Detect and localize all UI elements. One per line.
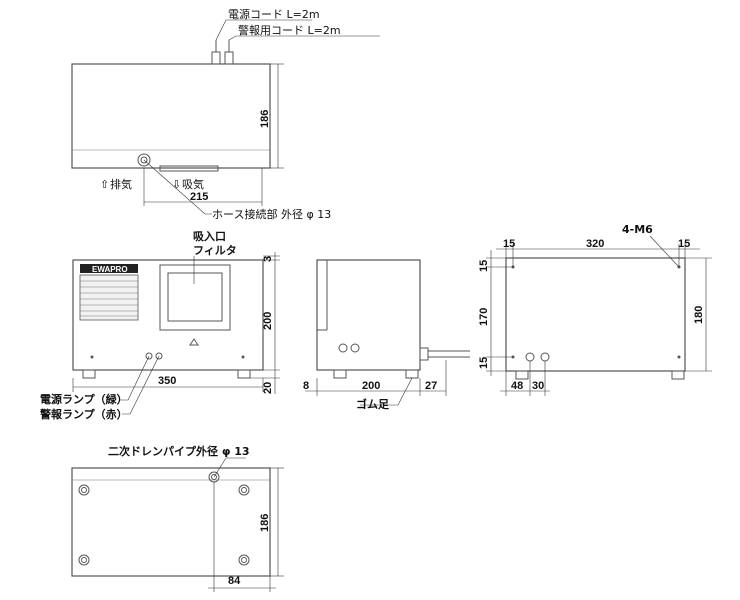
power-cord-label: 電源コード L=2m bbox=[228, 7, 320, 21]
front-foot-right bbox=[237, 369, 251, 379]
drain-pipe-leader bbox=[213, 457, 246, 478]
brand-logo: EWAPRO bbox=[92, 265, 128, 274]
base-port2-value: 30 bbox=[532, 380, 544, 392]
top-depth-value: 186 bbox=[259, 110, 271, 128]
power-cord-leader bbox=[215, 19, 312, 41]
louver-slats bbox=[80, 280, 138, 317]
base-margin-right-value: 15 bbox=[678, 238, 690, 250]
top-width-value: 215 bbox=[190, 191, 208, 203]
drain-pipe-label: 二次ドレンパイプ外径 φ 13 bbox=[108, 444, 250, 458]
front-height-top-value: 3 bbox=[262, 256, 274, 262]
intake-label: 吸気 bbox=[182, 177, 204, 191]
front-width-value: 350 bbox=[158, 375, 176, 387]
rubber-feet-label: ゴム足 bbox=[356, 397, 390, 411]
top-view: 電源コード L=2m 警報用コード L=2m 186 215 ⇧ 排気 ⇩ 吸気… bbox=[71, 7, 380, 221]
hose-connection-leader bbox=[143, 159, 212, 215]
warning-triangle-icon bbox=[189, 338, 199, 346]
power-lamp-label: 電源ランプ（緑） bbox=[40, 392, 128, 406]
mount-hole-icon bbox=[677, 355, 681, 359]
alarm-cord-label: 警報用コード L=2m bbox=[238, 23, 341, 37]
front-foot-value: 20 bbox=[262, 382, 274, 394]
base-hole-span-value: 320 bbox=[586, 238, 604, 250]
intake-grille bbox=[159, 165, 219, 172]
power-lamp-leader bbox=[120, 355, 150, 401]
front-foot-left bbox=[82, 369, 96, 379]
side-foot-value: 8 bbox=[303, 380, 309, 392]
side-offset-value: 27 bbox=[425, 380, 437, 392]
exhaust-arrow-icon: ⇧ bbox=[100, 178, 109, 191]
base-port1-value: 48 bbox=[511, 380, 523, 392]
screw-icon bbox=[241, 355, 245, 359]
hose-connection-fitting bbox=[137, 153, 151, 167]
alarm-cord-gland bbox=[224, 51, 234, 65]
base-foot-left bbox=[515, 370, 529, 380]
side-view-body bbox=[316, 259, 421, 371]
base-margin-left-value: 15 bbox=[503, 238, 515, 250]
power-cord-gland bbox=[211, 51, 221, 65]
front-height-value: 200 bbox=[262, 312, 274, 330]
brand-plate bbox=[80, 264, 138, 273]
bottom-depth-value: 186 bbox=[259, 514, 271, 532]
rubber-foot-icon bbox=[238, 554, 250, 566]
intake-arrow-icon: ⇩ bbox=[172, 178, 181, 191]
side-width-value: 200 bbox=[362, 380, 380, 392]
alarm-cord-leader bbox=[228, 35, 380, 41]
alarm-lamp-icon bbox=[155, 352, 163, 360]
base-hole-height-value: 170 bbox=[478, 308, 490, 326]
front-view: EWAPRO 吸入口 フィルタ 電源ランプ（緑） 警報ランプ（赤） 350 3 … bbox=[39, 230, 280, 421]
inlet-filter-label-2: フィルタ bbox=[193, 244, 237, 257]
rubber-feet-leader bbox=[360, 377, 413, 406]
base-margin-bottom-value: 15 bbox=[478, 357, 490, 369]
mount-holes-leader bbox=[649, 235, 680, 268]
exhaust-label: 排気 bbox=[110, 177, 132, 191]
screw-icon bbox=[90, 355, 94, 359]
hose-connection-label: ホース接続部 外径 φ 13 bbox=[212, 207, 331, 221]
base-view-body bbox=[505, 257, 686, 372]
side-port-1 bbox=[338, 343, 348, 353]
power-lamp-icon bbox=[145, 352, 153, 360]
base-depth-value: 180 bbox=[693, 306, 705, 324]
side-foot-right bbox=[405, 369, 419, 379]
inlet-filter-label-1: 吸入口 bbox=[193, 230, 226, 243]
base-margin-top-value: 15 bbox=[478, 260, 490, 272]
base-foot-right bbox=[671, 370, 685, 380]
mount-holes-label: 4-M6 bbox=[622, 223, 653, 236]
rubber-foot-icon bbox=[238, 484, 250, 496]
rubber-foot-icon bbox=[78, 554, 90, 566]
bottom-drain-value: 84 bbox=[228, 575, 241, 587]
hose-fitting bbox=[419, 347, 429, 361]
ventilation-louver bbox=[79, 274, 139, 321]
alarm-lamp-leader bbox=[122, 355, 160, 415]
inlet-filter-frame bbox=[159, 264, 231, 331]
bottom-view: 二次ドレンパイプ外径 φ 13 186 84 bbox=[71, 444, 284, 592]
side-view: 8 200 27 ゴム足 bbox=[303, 259, 470, 411]
base-view: 15 320 15 4-M6 15 170 15 180 48 30 bbox=[478, 223, 712, 396]
alarm-lamp-label: 警報ランプ（赤） bbox=[39, 407, 128, 421]
inlet-filter bbox=[167, 272, 223, 322]
top-view-body bbox=[71, 63, 271, 169]
bottom-view-body bbox=[71, 467, 271, 577]
rubber-foot-icon bbox=[78, 484, 90, 496]
side-foot-left bbox=[333, 369, 347, 379]
side-port-2 bbox=[350, 343, 360, 353]
